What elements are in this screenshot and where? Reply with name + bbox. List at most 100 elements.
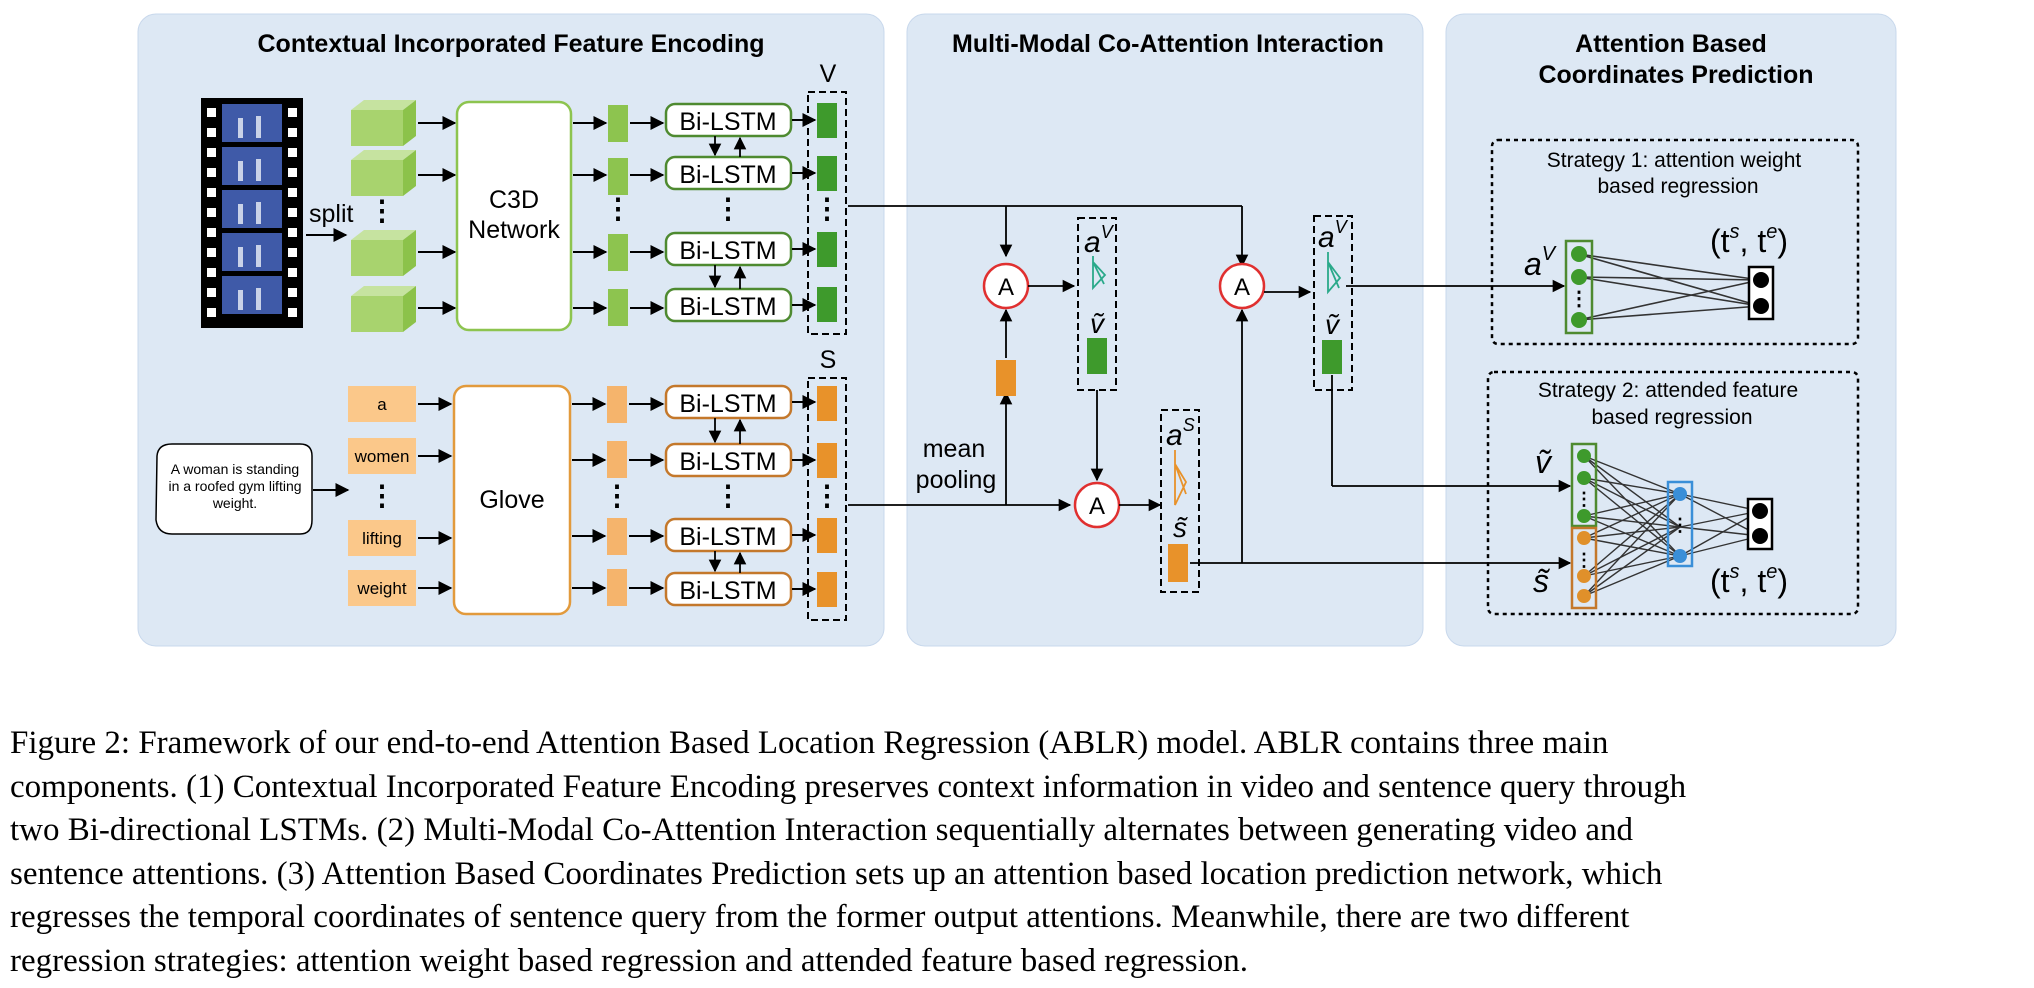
s-connections [848,391,1072,512]
bilstm-label: Bi-LSTM [679,293,776,321]
caption-line: Figure 2: Framework of our end-to-end At… [10,725,1609,761]
clip-2 [351,150,416,196]
sentence-line1: A woman is standing [171,461,299,477]
glove-features [607,386,627,606]
attention-node-3 [1218,262,1266,310]
s-tilde-connections [1190,308,1572,570]
caption-line: sentence attentions. (3) Attention Based… [10,855,1663,892]
svg-text:⋮: ⋮ [1575,489,1593,509]
strategy2-s-tilde: s̃ [1533,563,1550,599]
svg-text:⋮: ⋮ [1671,515,1689,535]
panel-co-attention [906,13,1424,647]
sentence-line3: weight. [212,495,257,511]
word-box [348,570,416,606]
video-clips [351,100,416,332]
caption-line-last: regression strategies: attention weight … [10,942,1248,979]
c3d-features [608,105,628,326]
strategy1-a-v: aV [1524,243,1557,282]
panel2-title: Multi-Modal Co-Attention Interaction [952,30,1384,58]
word-label: weight [356,579,406,598]
bilstm-label: Bi-LSTM [679,577,776,605]
attended-video-feature-2 [1322,340,1342,374]
v-label: V [820,60,837,88]
strategy2-line1: Strategy 2: attended feature [1538,379,1798,402]
glove-label: Glove [479,486,544,514]
clips-ellipsis: ⋮ [368,195,396,226]
bilstm-label: Bi-LSTM [679,237,776,265]
a-s-symbol: aS [1166,415,1195,452]
pooled-sentence-feature [996,360,1016,396]
bilstm-label: Bi-LSTM [679,390,776,418]
bilstm-box [664,442,793,478]
strategy1-network: ⋮ [1564,239,1775,335]
glove-box [452,384,572,616]
attended-video-group-1 [1077,217,1117,391]
sentence-line2: in a roofed gym lifting [168,478,301,494]
bilstm-box [664,155,793,191]
video-attention-curve-2 [1327,252,1342,295]
s-feature-group [807,377,847,621]
attended-video-group-2 [1313,215,1353,391]
strategy2-v-tilde: ṽ [1535,444,1553,480]
v-ellipsis: ⋮ [813,193,841,224]
attended-sentence-feature [1168,544,1188,582]
caption-line: regresses the temporal coordinates of se… [10,899,1630,935]
c3d-label-line2: Network [468,216,560,244]
panel1-title: Contextual Incorporated Feature Encoding [258,30,765,58]
bilstm-box [664,287,793,323]
v-connections [848,205,1249,268]
word-box [348,520,416,556]
a-v-symbol: aV [1084,222,1115,259]
clip-1 [351,100,416,146]
panel-coordinates-prediction [1445,13,1897,647]
caption-line: components. (1) Contextual Incorporated … [10,768,1687,805]
svg-text:⋮: ⋮ [1575,550,1593,570]
bilstm-ellipsis-sentence: ⋮ [714,480,742,511]
bilstm-box [664,102,793,138]
strategy2-network: ⋮ ⋮ ⋮ [1570,442,1774,610]
panel3-title-line2: Coordinates Prediction [1538,61,1813,89]
word-label: women [354,447,410,466]
bilstm-box [664,517,793,553]
s-label: S [820,346,837,374]
c3d-network-box [455,100,573,332]
bilstm-box [664,384,793,420]
bilstm-label: Bi-LSTM [679,448,776,476]
word-box [348,438,416,474]
strategy2-box [1486,370,1860,616]
sentence-bilstm-stack: Bi-LSTM Bi-LSTM Bi-LSTM Bi-LSTM [664,384,793,607]
s-tilde-symbol: s̃ [1173,512,1189,543]
bilstm-ellipsis-video: ⋮ [714,193,742,224]
video-film-strip [201,98,303,328]
sentence-bubble [155,443,313,535]
bilstm-box [664,571,793,607]
clip-3 [351,230,416,276]
svg-text:⋮: ⋮ [1569,288,1589,310]
sentence-attention-curve [1174,450,1188,506]
v-tilde-symbol: ṽ [1090,308,1106,339]
strategy1-line2: based regression [1597,175,1758,198]
s-features [817,386,837,607]
mean-pooling-line1: mean [923,435,986,463]
s-ellipsis: ⋮ [813,480,841,511]
video-bilstm-stack: Bi-LSTM Bi-LSTM Bi-LSTM Bi-LSTM [664,102,793,323]
features-ellipsis-sentence: ⋮ [603,480,631,511]
v-tilde-symbol-2: ṽ [1325,309,1341,340]
caption-line: two Bi-directional LSTMs. (2) Multi-Moda… [10,812,1633,848]
word-label: a [377,395,387,414]
mean-pooling-line2: pooling [916,466,997,494]
v-feature-group [807,91,847,335]
word-label: lifting [362,529,402,548]
video-attention-curve [1092,256,1107,291]
c3d-label-line1: C3D [489,186,539,214]
attention-label: A [1089,493,1105,520]
clip-4 [351,286,416,332]
strategy2-coords: (ts, te) [1710,561,1788,599]
attended-video-feature-1 [1087,338,1107,374]
strategy1-line1: Strategy 1: attention weight [1547,149,1802,172]
bilstm-label: Bi-LSTM [679,523,776,551]
bilstm-label: Bi-LSTM [679,108,776,136]
v-features [817,103,837,322]
a-v-symbol-2: aV [1318,217,1349,254]
strategy2-line2: based regression [1591,406,1752,429]
